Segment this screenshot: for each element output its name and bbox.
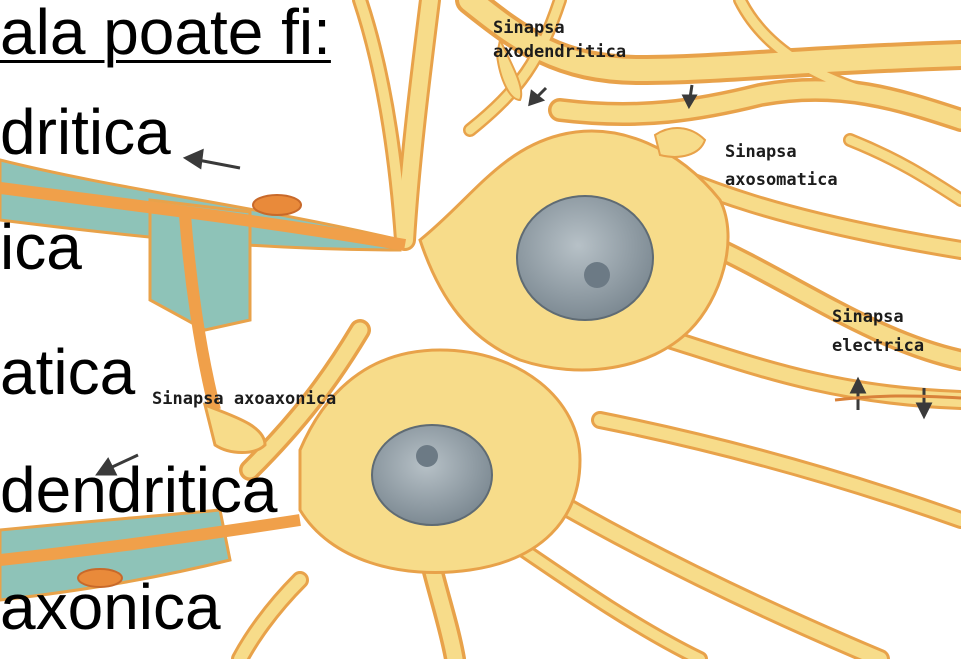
- label-axosomatica-type: axosomatica: [725, 170, 838, 191]
- label-axoaxonica: Sinapsa axoaxonica: [152, 389, 336, 410]
- slide-line-4: dendritica: [0, 458, 278, 522]
- label-axodendritica-title: Sinapsa: [493, 18, 565, 39]
- upper-nucleus: [517, 196, 653, 320]
- axosomatic-bouton: [655, 128, 705, 157]
- slide-line-2: ica: [0, 215, 82, 279]
- slide-line-5: axonica: [0, 575, 221, 639]
- slide-heading: ala poate fi:: [0, 0, 331, 64]
- label-axodendritica-type: axodendritica: [493, 42, 626, 63]
- slide-line-3: atica: [0, 340, 135, 404]
- label-axosomatica-title: Sinapsa: [725, 142, 797, 163]
- label-electrica-title: Sinapsa: [832, 307, 904, 328]
- upper-nucleolus: [584, 262, 610, 288]
- lower-nucleolus: [416, 445, 438, 467]
- lower-nucleus: [372, 425, 492, 525]
- label-electrica-type: electrica: [832, 336, 924, 357]
- axoaxonic-terminal: [205, 405, 265, 453]
- slide-line-1: dritica: [0, 100, 171, 164]
